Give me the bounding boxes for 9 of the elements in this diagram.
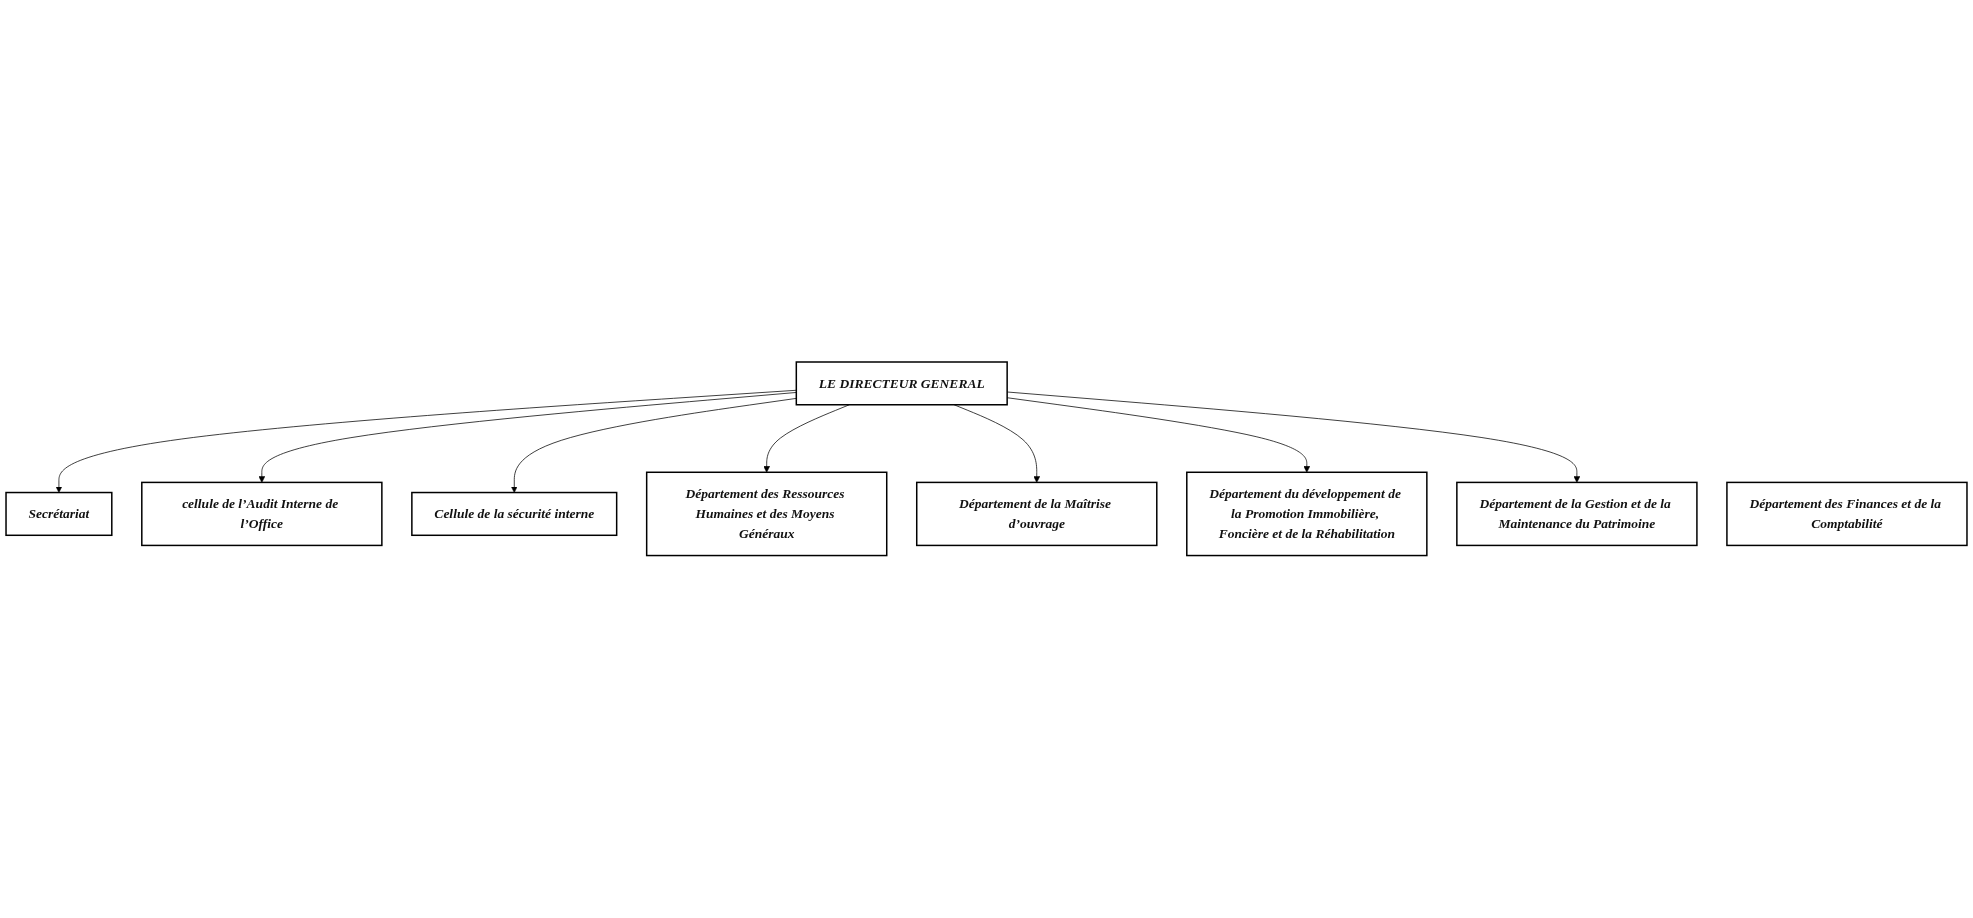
node-box: Secrétariat <box>5 492 113 537</box>
node-box: Département de la Gestion et de la Maintenance du Patrimoine <box>1456 481 1698 547</box>
node-box: Département des Finances et de la Comptabilité <box>1726 481 1968 547</box>
node-box: LE DIRECTEUR GENERAL <box>795 361 1008 406</box>
node-box: Département du développement de la Promotion Immobilière, Foncière et de la Réhabilitation <box>1186 471 1428 557</box>
node-box: Département des Ressources Humaines et des Moyens Généraux <box>645 471 888 557</box>
node-box: cellule de l’Audit Interne de l’Office <box>141 481 383 547</box>
node-box: Département de la Maîtrise d’ouvrage <box>916 481 1158 547</box>
node-box: Cellule de la sécurité interne <box>411 492 618 537</box>
